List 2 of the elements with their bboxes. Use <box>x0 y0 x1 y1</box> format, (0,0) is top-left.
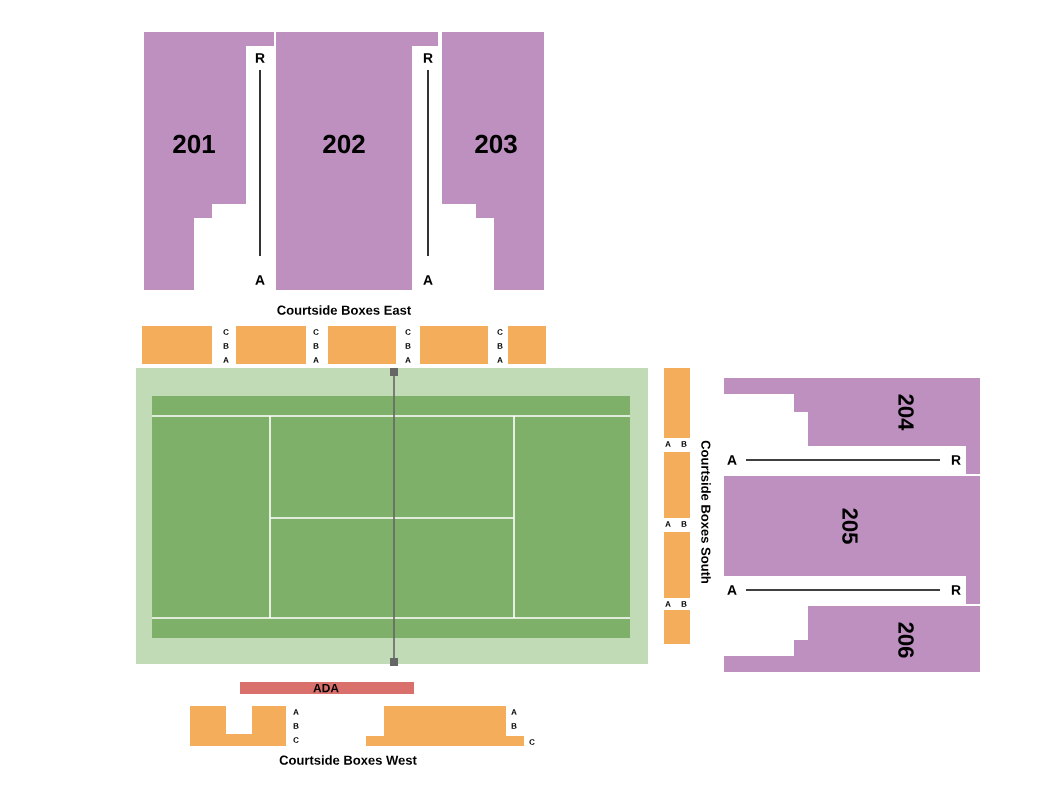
seating-section: 206 <box>724 606 980 672</box>
seating-section: 203 <box>442 32 544 290</box>
